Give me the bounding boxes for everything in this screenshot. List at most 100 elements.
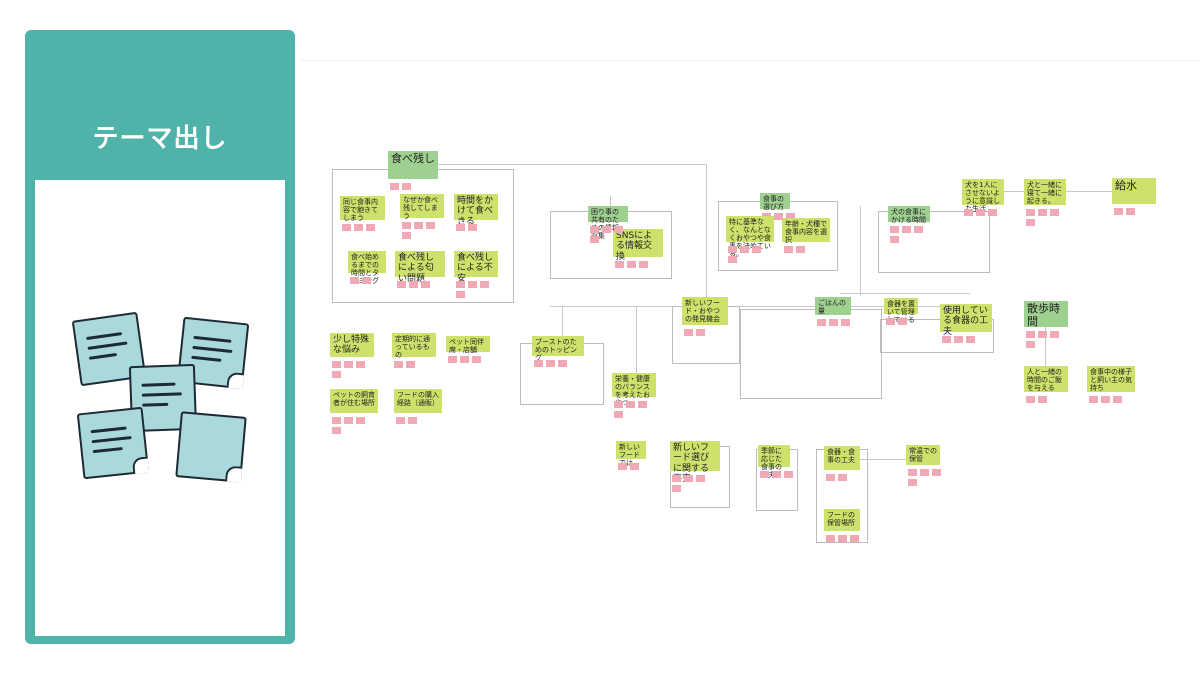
sticky-note[interactable]: 食べ残し xyxy=(388,151,438,179)
sticky-note[interactable]: 食事中の様子と飼い主の気持ち xyxy=(1087,366,1135,392)
sticky-note[interactable]: 同じ食事内容で飽きてしまう xyxy=(340,196,385,222)
tag-note[interactable] xyxy=(1114,208,1123,215)
tag-note[interactable] xyxy=(350,277,359,284)
tag-note[interactable] xyxy=(614,401,623,408)
sticky-note[interactable]: 新しいフード・おやつの発見機会 xyxy=(682,297,728,325)
tag-note[interactable] xyxy=(627,261,636,268)
tag-note[interactable] xyxy=(829,319,838,326)
tag-note[interactable] xyxy=(1101,396,1110,403)
tag-note[interactable] xyxy=(914,226,923,233)
tag-note[interactable] xyxy=(402,232,411,239)
sticky-note[interactable]: ペット同伴席・店舗 xyxy=(446,336,490,354)
tag-note[interactable] xyxy=(366,224,375,231)
sticky-note[interactable]: 犬と一緒に寝て一緒に起きる。 xyxy=(1024,179,1066,205)
tag-note[interactable] xyxy=(786,213,795,220)
sticky-note[interactable]: 犬の食事にかける時間 xyxy=(888,206,930,224)
sticky-note[interactable]: 季節に応じた食事の工夫 xyxy=(758,445,790,479)
tag-note[interactable] xyxy=(1026,209,1035,216)
tag-note[interactable] xyxy=(472,356,481,363)
tag-note[interactable] xyxy=(684,329,693,336)
sticky-note[interactable]: 新しいフード選びに関する不安 xyxy=(670,441,720,484)
tag-note[interactable] xyxy=(468,224,477,231)
tag-note[interactable] xyxy=(534,360,543,367)
sticky-note[interactable]: ペットの飼育者が住む場所 xyxy=(330,389,378,413)
tag-note[interactable] xyxy=(408,417,417,424)
tag-note[interactable] xyxy=(908,479,917,486)
tag-note[interactable] xyxy=(426,222,435,229)
tag-note[interactable] xyxy=(826,535,835,542)
tag-note[interactable] xyxy=(1026,341,1035,348)
tag-note[interactable] xyxy=(614,411,623,418)
tag-note[interactable] xyxy=(456,281,465,288)
tag-note[interactable] xyxy=(890,236,899,243)
tag-note[interactable] xyxy=(332,371,341,378)
tag-note[interactable] xyxy=(672,475,681,482)
sticky-note[interactable]: 年齢・犬種で食事内容を選択 xyxy=(782,218,830,244)
tag-note[interactable] xyxy=(1126,208,1135,215)
tag-note[interactable] xyxy=(774,213,783,220)
tag-note[interactable] xyxy=(964,209,973,216)
sticky-note[interactable]: SNSによる情報交換 xyxy=(613,229,663,262)
tag-note[interactable] xyxy=(920,469,929,476)
tag-note[interactable] xyxy=(1038,396,1047,403)
sticky-note[interactable]: 特に基準なく、なんとなくおやつや食事を決めている。 xyxy=(726,216,774,258)
sticky-note[interactable]: 食べ始めるまでの時間とタイミング xyxy=(348,251,386,285)
sticky-note[interactable]: 食べ残しによる匂い問題 xyxy=(395,251,445,284)
tag-note[interactable] xyxy=(390,183,399,190)
tag-note[interactable] xyxy=(332,361,341,368)
tag-note[interactable] xyxy=(626,401,635,408)
tag-note[interactable] xyxy=(760,471,769,478)
sticky-note[interactable]: フードの保管場所 xyxy=(824,509,860,531)
sticky-note[interactable]: ブーストのためのトッピング xyxy=(532,336,584,362)
tag-note[interactable] xyxy=(841,319,850,326)
sticky-note[interactable]: 栄養・健康のバランスを考えたおやつ xyxy=(612,373,656,407)
tag-note[interactable] xyxy=(784,246,793,253)
tag-note[interactable] xyxy=(356,361,365,368)
tag-note[interactable] xyxy=(448,356,457,363)
tag-note[interactable] xyxy=(590,236,599,243)
tag-note[interactable] xyxy=(1026,331,1035,338)
tag-note[interactable] xyxy=(1038,331,1047,338)
sticky-note[interactable]: 給水 xyxy=(1112,178,1156,204)
tag-note[interactable] xyxy=(402,183,411,190)
tag-note[interactable] xyxy=(342,224,351,231)
tag-note[interactable] xyxy=(602,226,611,233)
tag-note[interactable] xyxy=(752,246,761,253)
tag-note[interactable] xyxy=(796,246,805,253)
tag-note[interactable] xyxy=(394,361,403,368)
sticky-note[interactable]: フードの購入経路（通販） xyxy=(394,389,442,413)
tag-note[interactable] xyxy=(615,261,624,268)
tag-note[interactable] xyxy=(1038,209,1047,216)
tag-note[interactable] xyxy=(784,471,793,478)
tag-note[interactable] xyxy=(480,281,489,288)
sticky-note[interactable]: 人と一緒の時間のご飯を与える xyxy=(1024,366,1068,392)
tag-note[interactable] xyxy=(344,417,353,424)
tag-note[interactable] xyxy=(460,356,469,363)
tag-note[interactable] xyxy=(1050,209,1059,216)
tag-note[interactable] xyxy=(902,226,911,233)
tag-note[interactable] xyxy=(728,256,737,263)
tag-note[interactable] xyxy=(908,469,917,476)
tag-note[interactable] xyxy=(421,281,430,288)
tag-note[interactable] xyxy=(838,474,847,481)
tag-note[interactable] xyxy=(614,226,623,233)
tag-note[interactable] xyxy=(332,417,341,424)
tag-note[interactable] xyxy=(590,226,599,233)
sticky-note[interactable]: ごはんの量 xyxy=(815,297,851,315)
sticky-note[interactable]: なぜか食べ残してしまう xyxy=(400,194,444,220)
tag-note[interactable] xyxy=(456,291,465,298)
tag-note[interactable] xyxy=(886,318,895,325)
sticky-note[interactable]: 時間をかけて食べきる xyxy=(454,194,498,227)
tag-note[interactable] xyxy=(1089,396,1098,403)
sticky-note[interactable]: 新しいフードでは xyxy=(616,441,646,467)
tag-note[interactable] xyxy=(396,417,405,424)
tag-note[interactable] xyxy=(942,336,951,343)
sticky-note[interactable]: 食器を置いて管理している xyxy=(884,298,918,324)
tag-note[interactable] xyxy=(728,246,737,253)
tag-note[interactable] xyxy=(838,535,847,542)
tag-note[interactable] xyxy=(826,474,835,481)
tag-note[interactable] xyxy=(817,319,826,326)
sticky-note[interactable]: 少し特殊な悩み xyxy=(330,333,374,357)
tag-note[interactable] xyxy=(1026,219,1035,226)
sticky-note[interactable]: 常温での保管 xyxy=(906,445,940,465)
